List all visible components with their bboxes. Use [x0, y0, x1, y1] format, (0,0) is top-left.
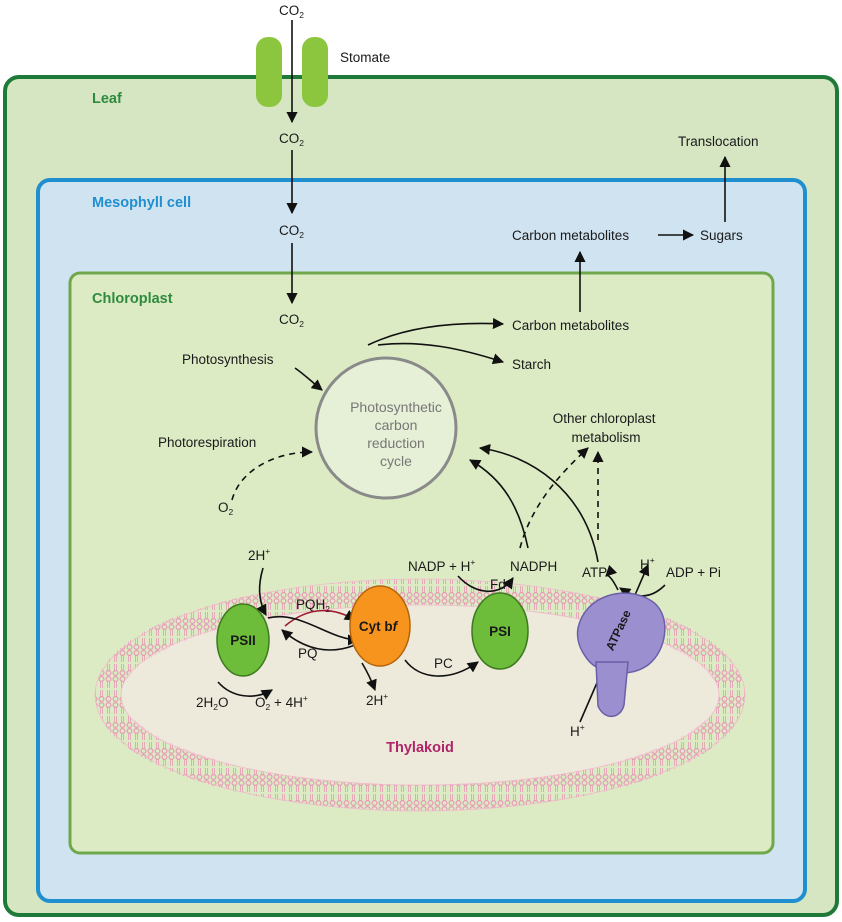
psii-label: PSII	[230, 633, 256, 648]
atpase-complex: ATPase	[576, 592, 666, 718]
stomate-guard-cell-right	[302, 37, 328, 107]
stomate-label: Stomate	[340, 50, 390, 65]
nadp-h-label: NADP + H+	[408, 557, 475, 574]
h-plus-bottom-label: H+	[570, 722, 585, 739]
leaf-label: Leaf	[92, 91, 122, 107]
svg-text:carbon: carbon	[375, 417, 418, 433]
translocation-label: Translocation	[678, 134, 759, 149]
thylakoid-membrane	[94, 578, 746, 812]
photosynthesis-label: Photosynthesis	[182, 352, 274, 367]
cycle-arrows	[231, 367, 604, 563]
psii-2h-label: 2H+	[248, 546, 270, 563]
svg-text:Photosynthetic: Photosynthetic	[350, 399, 442, 415]
sugars-label: Sugars	[700, 228, 743, 243]
svg-text:reduction: reduction	[367, 435, 425, 451]
atp-label: ATP	[582, 565, 607, 580]
cyt-2h-label: 2H+	[366, 691, 388, 708]
pc-label: PC	[434, 656, 453, 671]
chloroplast-label: Chloroplast	[92, 291, 173, 307]
thylakoid-label: Thylakoid	[386, 740, 454, 756]
co2-leaf-label: CO2	[279, 131, 304, 148]
carbon-reduction-cycle	[314, 356, 458, 500]
co2-chloroplast-label: CO2	[279, 312, 304, 329]
pqh2-label: PQH2	[296, 597, 330, 614]
o2-label: O2	[218, 500, 234, 517]
o2-4h-label: O2 + 4H+	[255, 693, 308, 712]
mesophyll-label: Mesophyll cell	[92, 195, 191, 211]
co2-mesophyll-label: CO2	[279, 223, 304, 240]
cycle-label: Photosynthetic carbon reduction cycle	[350, 399, 442, 469]
cytbf-label: Cyt bf	[359, 619, 399, 634]
starch-label: Starch	[512, 357, 551, 372]
nadph-label: NADPH	[510, 559, 557, 574]
cytbf-complex	[349, 585, 411, 667]
carbon-metabolites-chloroplast-label: Carbon metabolites	[512, 318, 629, 333]
stomate-guard-cell-left	[256, 37, 282, 107]
photorespiration-label: Photorespiration	[158, 435, 256, 450]
metabolite-arrows	[367, 155, 731, 365]
h2o-label: 2H2O	[196, 695, 229, 712]
psi-complex	[471, 592, 529, 670]
adp-pi-label: ADP + Pi	[666, 565, 721, 580]
other-metabolism-label: Other chloroplast metabolism	[553, 411, 660, 445]
psi-label: PSI	[489, 624, 511, 639]
carbon-metabolites-cytosol-label: Carbon metabolites	[512, 228, 629, 243]
psii-complex	[216, 603, 270, 677]
svg-text:cycle: cycle	[380, 453, 412, 469]
electron-transport-arrows	[217, 563, 666, 723]
co2-outside-label: CO2	[279, 3, 304, 20]
pq-label: PQ	[298, 646, 318, 661]
